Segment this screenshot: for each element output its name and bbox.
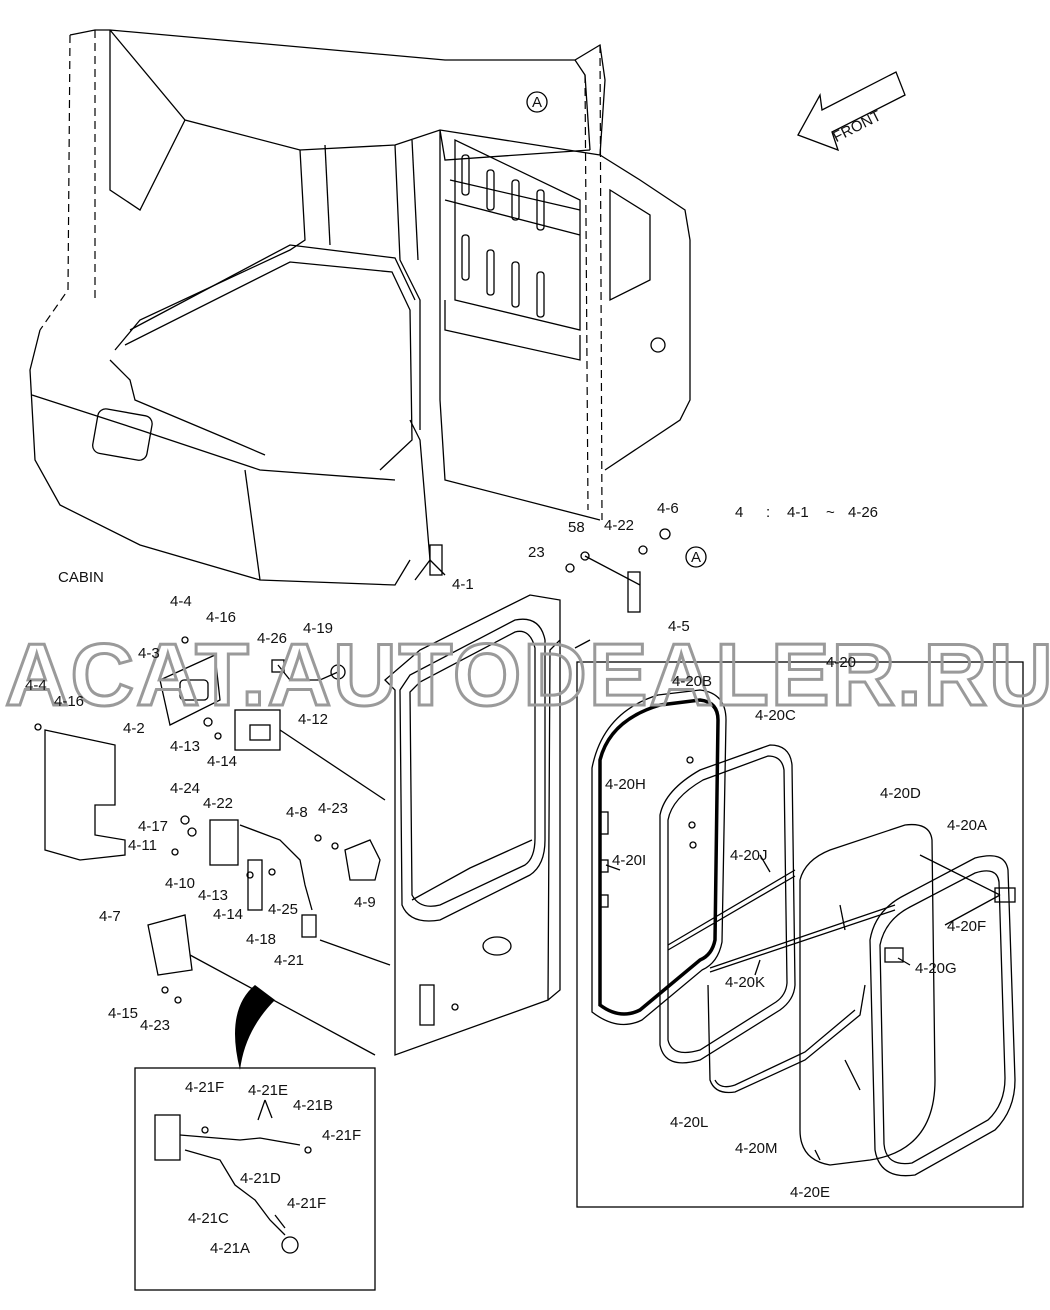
label-4-1: 4-1 xyxy=(452,576,474,593)
label-4-21C: 4-21C xyxy=(188,1210,229,1227)
ref-marker-bottom: A xyxy=(685,546,707,568)
label-4-23b: 4-23 xyxy=(140,1017,170,1034)
label-4-18: 4-18 xyxy=(246,931,276,948)
label-4-20H: 4-20H xyxy=(605,776,646,793)
label-4-19: 4-19 xyxy=(303,620,333,637)
label-4-16b: 4-16 xyxy=(206,609,236,626)
label-4-9: 4-9 xyxy=(354,894,376,911)
label-4-6: 4-6 xyxy=(657,500,679,517)
grab-handle-part xyxy=(147,914,193,1004)
detail-box-4-20 xyxy=(576,661,1024,1208)
label-4-15: 4-15 xyxy=(108,1005,138,1022)
label-4-20I: 4-20I xyxy=(612,852,646,869)
range-tilde: ~ xyxy=(826,504,835,521)
ref-marker-top: A xyxy=(526,91,548,113)
watermark: ACAT.AUTODEALER.RU xyxy=(5,625,1050,724)
label-4-20: 4-20 xyxy=(826,654,856,671)
label-4-20D: 4-20D xyxy=(880,785,921,802)
label-4-3: 4-3 xyxy=(138,645,160,662)
label-4-21E: 4-21E xyxy=(248,1082,288,1099)
label-4-21: 4-21 xyxy=(274,952,304,969)
label-4-11: 4-11 xyxy=(128,837,157,854)
range-sep: : xyxy=(766,504,770,521)
range-from: 4-1 xyxy=(787,504,809,521)
label-4-20F: 4-20F xyxy=(947,918,986,935)
cabin-label: CABIN xyxy=(58,569,104,586)
label-4-10: 4-10 xyxy=(165,875,195,892)
bracket-part xyxy=(159,654,221,726)
label-4-25: 4-25 xyxy=(268,901,298,918)
door-assembly xyxy=(384,594,561,1056)
label-4-14a: 4-14 xyxy=(207,753,237,770)
front-label: FRONT xyxy=(830,107,884,146)
label-4-20M: 4-20M xyxy=(735,1140,778,1157)
label-4-20E: 4-20E xyxy=(790,1184,830,1201)
label-4-20A: 4-20A xyxy=(947,817,987,834)
label-4-22a: 4-22 xyxy=(604,517,634,534)
label-4-16a: 4-16 xyxy=(54,693,84,710)
label-4-21Fa: 4-21F xyxy=(185,1079,224,1096)
lock-part xyxy=(203,659,346,751)
label-4-5: 4-5 xyxy=(668,618,690,635)
range-to: 4-26 xyxy=(848,504,878,521)
front-arrow: FRONT xyxy=(797,71,906,152)
label-4-21D: 4-21D xyxy=(240,1170,281,1187)
label-4-8: 4-8 xyxy=(286,804,308,821)
label-4-20L: 4-20L xyxy=(670,1114,708,1131)
label-4-20C: 4-20C xyxy=(755,707,796,724)
label-4-21Fb: 4-21F xyxy=(322,1127,361,1144)
label-4-14b: 4-14 xyxy=(213,906,243,923)
leader-lines xyxy=(257,639,1001,1229)
detail-pointer xyxy=(235,985,275,1070)
panel-part xyxy=(34,636,189,861)
label-4-12: 4-12 xyxy=(298,711,328,728)
label-4-20B: 4-20B xyxy=(672,673,712,690)
part-labels: CABIN 4 : 4-1 ~ 4-26 4-6 58 4-22 23 4-1 … xyxy=(25,500,987,1257)
label-4-13b: 4-13 xyxy=(198,887,228,904)
label-4-17: 4-17 xyxy=(138,818,168,835)
label-4-24: 4-24 xyxy=(170,780,200,797)
label-4-13a: 4-13 xyxy=(170,738,200,755)
label-4-20G: 4-20G xyxy=(915,960,957,977)
label-4-26: 4-26 xyxy=(257,630,287,647)
label-4-21A: 4-21A xyxy=(210,1240,250,1257)
label-23: 23 xyxy=(528,544,545,561)
cabin-frame xyxy=(29,29,691,586)
label-4-21B: 4-21B xyxy=(293,1097,333,1114)
label-4-20K: 4-20K xyxy=(725,974,765,991)
label-4-4a: 4-4 xyxy=(25,677,47,694)
label-4-20J: 4-20J xyxy=(730,847,768,864)
ref-marker-text: A xyxy=(532,94,542,111)
label-4-21Fc: 4-21F xyxy=(287,1195,326,1212)
label-4-22b: 4-22 xyxy=(203,795,233,812)
label-58: 58 xyxy=(568,519,585,536)
label-4-2: 4-2 xyxy=(123,720,145,737)
label-4-23a: 4-23 xyxy=(318,800,348,817)
door-handle-part xyxy=(314,834,381,881)
ref-marker-text: A xyxy=(691,549,701,566)
label-4-7: 4-7 xyxy=(99,908,121,925)
label-4-4b: 4-4 xyxy=(170,593,192,610)
wall-slots xyxy=(461,154,545,318)
detail-box-4-21 xyxy=(134,1067,376,1291)
hinge-part xyxy=(565,528,671,613)
door-hinge-part xyxy=(171,815,317,938)
range-main: 4 xyxy=(735,504,743,521)
